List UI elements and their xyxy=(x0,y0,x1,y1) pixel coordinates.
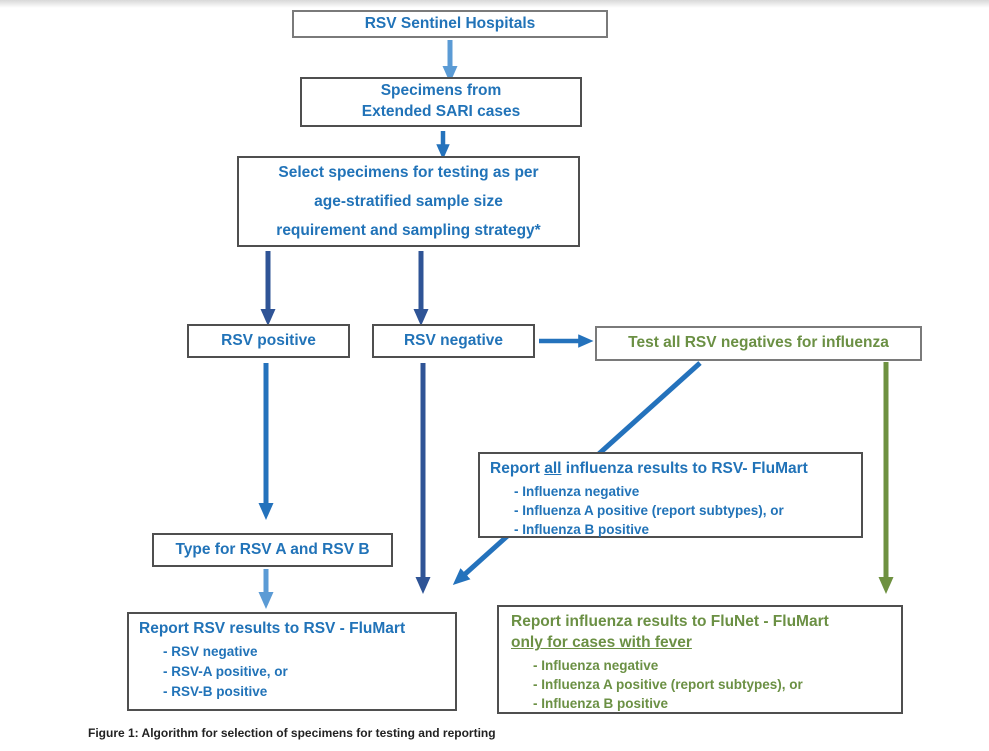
title-underlined-word: all xyxy=(544,460,562,477)
node-select-specimens: Select specimens for testing as per age-… xyxy=(237,156,580,247)
node-report-rsv-results: Report RSV results to RSV - FluMart - RS… xyxy=(127,612,457,711)
node-test-all-rsv-negatives: Test all RSV negatives for influenza xyxy=(595,326,922,361)
node-label-line2: age-stratified sample size xyxy=(314,193,503,210)
node-report-influenza-flunet: Report influenza results to FluNet - Flu… xyxy=(497,605,903,714)
node-type-rsv-a-b: Type for RSV A and RSV B xyxy=(152,533,393,567)
node-rsv-positive: RSV positive xyxy=(187,324,350,358)
node-label: RSV negative xyxy=(403,331,504,349)
bullet-item: - RSV negative xyxy=(163,643,258,659)
node-label-line2: Extended SARI cases xyxy=(361,103,521,120)
node-title: Report RSV results to RSV - FluMart xyxy=(139,620,406,637)
node-label-line1: Select specimens for testing as per xyxy=(278,164,539,181)
bullet-item: - RSV-A positive, or xyxy=(163,663,288,679)
bullet-list: - Influenza negative - Influenza A posit… xyxy=(480,482,784,539)
node-label: RSV positive xyxy=(221,331,316,349)
node-label: Type for RSV A and RSV B xyxy=(175,540,370,558)
title-prefix: Report xyxy=(490,460,545,477)
node-label-line3: requirement and sampling strategy* xyxy=(276,222,541,239)
node-title-line1: Report influenza results to FluNet - Flu… xyxy=(511,613,829,630)
bullet-list: - Influenza negative - Influenza A posit… xyxy=(499,656,803,713)
bullet-item: - Influenza A positive (report subtypes)… xyxy=(533,676,803,692)
bullet-item: - Influenza B positive xyxy=(533,695,669,711)
bullet-item: - Influenza negative xyxy=(514,483,640,499)
node-rsv-sentinel-hospitals: RSV Sentinel Hospitals xyxy=(292,10,608,38)
node-title-line2: only for cases with fever xyxy=(511,633,692,651)
title-suffix: influenza results to RSV- FluMart xyxy=(561,460,808,477)
node-label: RSV Sentinel Hospitals xyxy=(364,14,536,32)
bullet-item: - Influenza B positive xyxy=(514,521,650,537)
bullet-item: - Influenza negative xyxy=(533,657,659,673)
node-report-all-influenza: Report all influenza results to RSV- Flu… xyxy=(478,452,863,538)
bullet-list: - RSV negative - RSV-A positive, or - RS… xyxy=(129,642,288,702)
figure-caption: Figure 1: Algorithm for selection of spe… xyxy=(88,726,496,740)
node-label: Test all RSV negatives for influenza xyxy=(628,334,889,352)
bullet-item: - Influenza A positive (report subtypes)… xyxy=(514,502,784,518)
node-rsv-negative: RSV negative xyxy=(372,324,535,358)
node-label-line1: Specimens from xyxy=(380,82,502,100)
node-specimens-extended-sari: Specimens from Extended SARI cases xyxy=(300,77,582,127)
bullet-item: - RSV-B positive xyxy=(163,683,268,699)
node-title: Report all influenza results to RSV- Flu… xyxy=(480,454,808,482)
